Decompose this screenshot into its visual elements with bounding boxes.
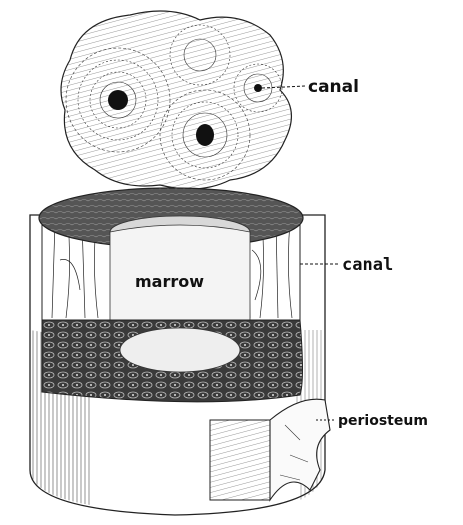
canal-hole-left xyxy=(108,90,128,110)
marrow-label: marrow xyxy=(135,272,204,291)
canal-top-label: canal xyxy=(308,77,359,97)
bone-cylinder xyxy=(30,188,330,515)
periosteum-label: periosteum xyxy=(338,413,428,429)
canal-mid-label: canal xyxy=(342,255,393,275)
canal-hole-right xyxy=(196,124,214,146)
osteon-cluster xyxy=(61,11,291,189)
